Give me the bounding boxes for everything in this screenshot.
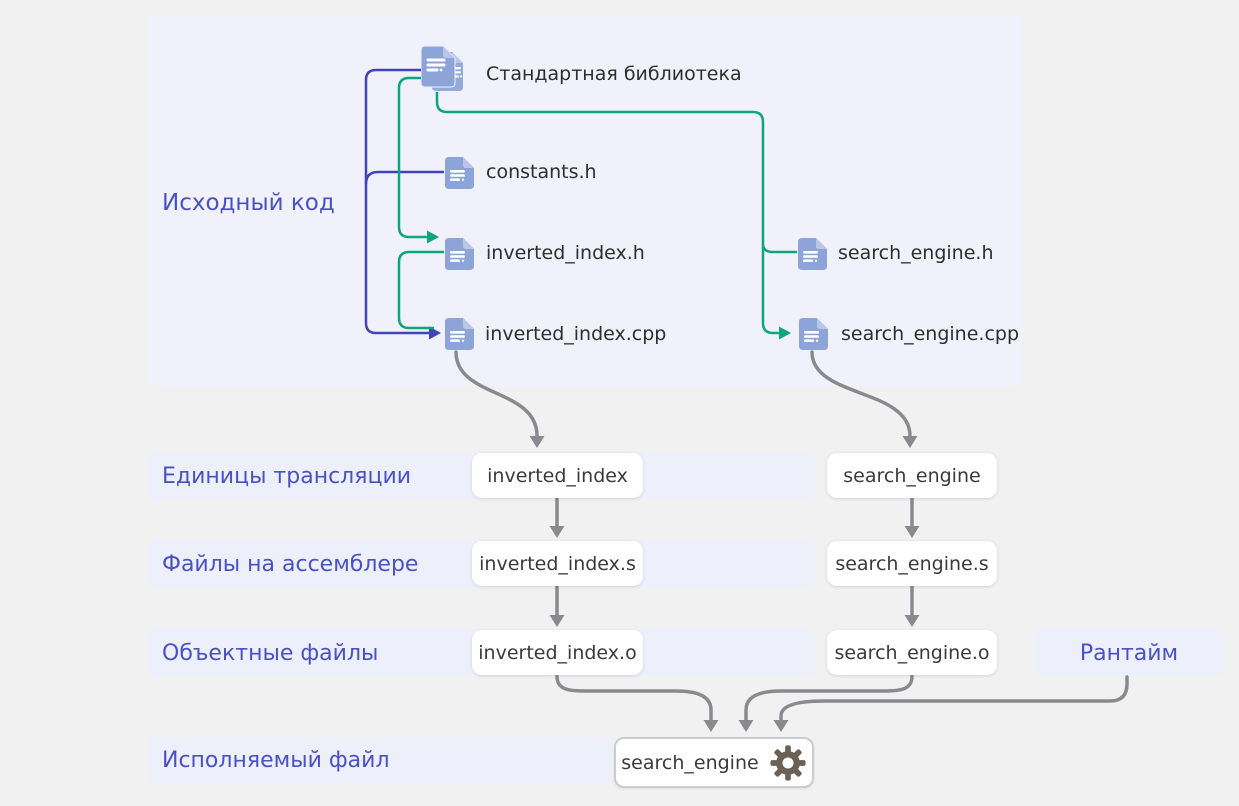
file-icon: [445, 157, 474, 189]
flow-runtime-to-exec: [779, 675, 1129, 722]
object-files-label: Объектные файлы: [162, 640, 379, 666]
arrowhead-gray-o-left: [549, 615, 565, 627]
search-engine-cpp-label: search_engine.cpp: [841, 323, 1020, 345]
file-icon: [445, 318, 474, 350]
runtime-label: Рантайм: [1079, 640, 1179, 666]
copy-documents-icon: [421, 46, 463, 91]
gear-icon: [770, 744, 806, 781]
translation-units-label: Единицы трансляции: [162, 463, 412, 489]
assembly-box-right: search_engine.s: [827, 541, 997, 586]
constants-h-label: constants.h: [486, 161, 597, 183]
inverted-index-cpp-label: inverted_index.cpp: [485, 323, 667, 345]
file-icon: [445, 238, 474, 270]
arrowhead-gray-exec-2: [738, 720, 754, 732]
arrowhead-gray-s-right: [904, 526, 920, 538]
arrowhead-gray-s-left: [549, 526, 565, 538]
object-box-right: search_engine.o: [827, 630, 997, 675]
flow-inverted-index-o-to-exec: [555, 674, 713, 722]
arrowhead-gray-unit-left: [529, 436, 545, 448]
search-engine-h-label: search_engine.h: [838, 242, 994, 264]
arrowhead-gray-o-right: [904, 615, 920, 627]
file-icon: [798, 238, 827, 270]
assembly-files-label: Файлы на ассемблере: [162, 551, 419, 577]
runtime-band: Рантайм: [1035, 629, 1223, 677]
flow-search-engine-o-to-exec: [744, 674, 914, 722]
arrowhead-gray-unit-right: [902, 436, 918, 448]
file-icon: [799, 318, 828, 350]
source-code-label: Исходный код: [162, 190, 335, 216]
object-box-left: inverted_index.o: [472, 630, 643, 675]
assembly-box-left: inverted_index.s: [472, 541, 643, 586]
std-lib-label: Стандартная библиотека: [486, 63, 742, 85]
inverted-index-h-label: inverted_index.h: [486, 242, 645, 264]
executable-box: search_engine: [614, 737, 814, 788]
translation-unit-box-left: inverted_index: [472, 453, 643, 498]
translation-unit-box-right: search_engine: [827, 453, 997, 498]
arrowhead-gray-exec-1: [703, 720, 719, 732]
executable-band: Исполняемый файл: [148, 737, 612, 784]
arrowhead-gray-exec-3: [773, 720, 789, 732]
executable-box-label: search_engine: [621, 751, 759, 774]
executable-label: Исполняемый файл: [162, 748, 390, 773]
